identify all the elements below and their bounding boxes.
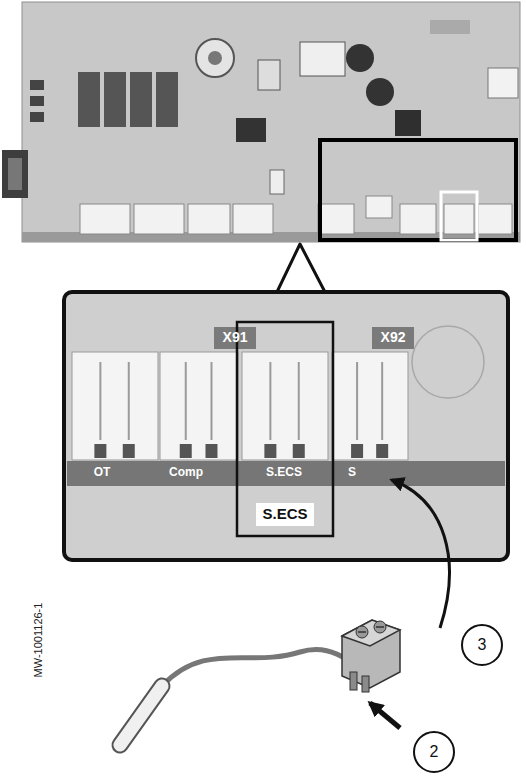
terminal-callout: S.ECS <box>256 503 314 526</box>
callout-number: 2 <box>413 731 455 773</box>
callout-number: 3 <box>461 624 503 666</box>
pin-contact <box>94 444 106 458</box>
pin-slot <box>298 362 300 440</box>
pin-contact <box>264 444 276 458</box>
zoom-pointer <box>276 244 326 294</box>
terminal-plug <box>342 620 400 692</box>
node-text: S.ECS <box>262 506 307 523</box>
circuit-board <box>2 2 520 242</box>
pin-slot <box>99 362 101 440</box>
zoom-inset <box>64 292 508 560</box>
insert-arrow <box>392 480 449 628</box>
connector-id: X91 <box>223 330 248 345</box>
temperature-sensor <box>120 650 348 745</box>
pin-contact <box>376 444 388 458</box>
terminal-name: Comp <box>169 466 203 479</box>
pin-slot <box>356 362 358 440</box>
terminal-connector <box>72 352 408 460</box>
figure-reference: MW-1001126-1 <box>32 603 44 678</box>
connector-id: X92 <box>381 330 406 345</box>
pin-contact <box>351 444 363 458</box>
pin-slot <box>128 362 130 440</box>
node-text: 3 <box>478 636 487 654</box>
node-text: 2 <box>430 743 439 761</box>
terminal-name: OT <box>94 466 111 479</box>
pin-slot <box>185 362 187 440</box>
pin-contact <box>205 444 217 458</box>
pin-slot <box>381 362 383 440</box>
push-arrow <box>370 703 400 728</box>
pin-slot <box>269 362 271 440</box>
pin-contact <box>293 444 305 458</box>
pin-contact <box>180 444 192 458</box>
pin-contact <box>123 444 135 458</box>
pin-slot <box>210 362 212 440</box>
terminal-name: S <box>348 466 356 479</box>
terminal-name: S.ECS <box>266 466 302 479</box>
